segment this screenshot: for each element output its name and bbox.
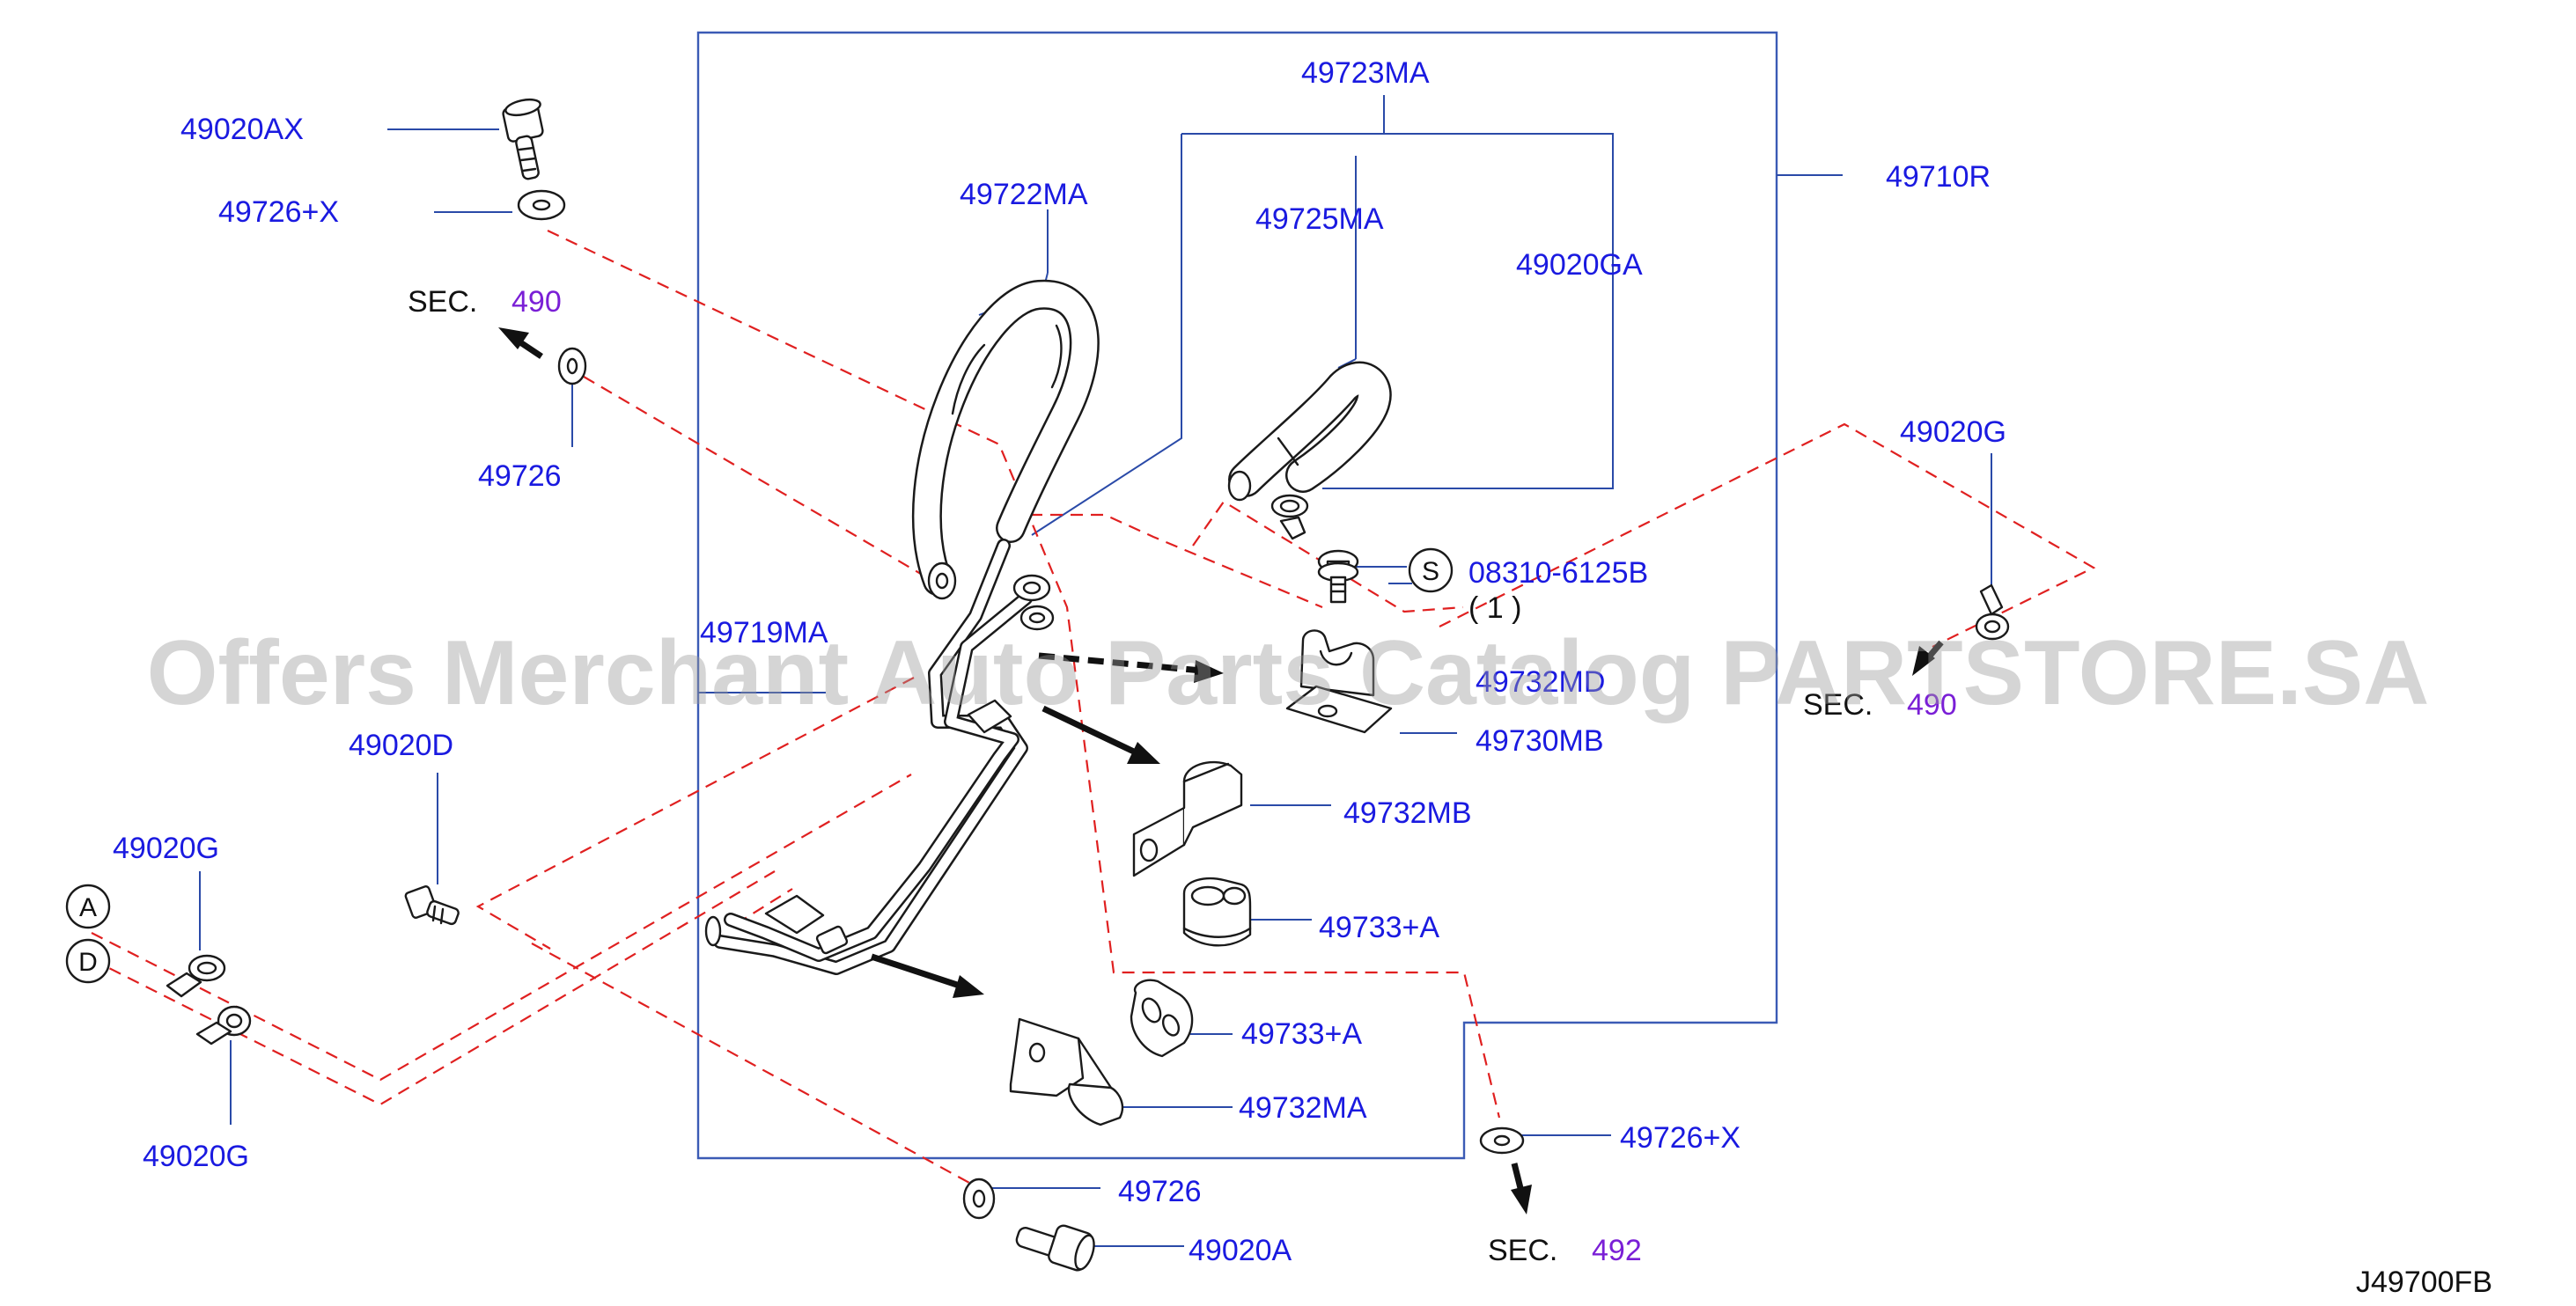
label-49733A-1: 49733+A [1319,911,1439,944]
banjo-bolt-bottom [1015,1224,1095,1272]
washer-left [557,347,587,385]
sec-left-number: 490 [512,285,562,319]
label-49710R: 49710R [1886,160,1991,194]
section-refs: SEC. 490 SEC. 490 SEC. 492 [408,285,1957,1267]
phantom-lines [91,230,2096,1189]
label-49020GA: 49020GA [1516,248,1643,282]
label-49726X-top: 49726+X [218,195,339,229]
bolt-08310 [1317,549,1359,604]
label-49732MB: 49732MB [1343,796,1472,830]
label-08310-qty: ( 1 ) [1468,591,1521,625]
svg-text:D: D [78,948,98,977]
grommet-49733A-lower [1130,979,1194,1058]
assembly-frame [696,31,1778,1160]
marker-d: D [65,938,111,984]
diagram-id: J49700FB [2356,1266,2492,1299]
svg-text:S: S [1422,557,1439,586]
svg-text:A: A [79,893,97,922]
watermark: Offers Merchant Auto Parts Catalog PARTS… [147,622,2430,724]
bracket-49730MB [1285,685,1393,734]
label-49733A-2: 49733+A [1241,1017,1362,1051]
hose-49722MA [911,279,1100,596]
sec-right-label: SEC. [1803,688,1873,722]
label-49020A: 49020A [1189,1234,1292,1267]
clip-left-top [166,954,226,998]
hose-49725MA [1227,361,1392,502]
sec-right-number: 490 [1907,688,1957,722]
label-49726-bottom: 49726 [1118,1175,1202,1208]
subassembly-bracket [1181,133,1614,489]
label-49020G-right: 49020G [1900,415,2006,449]
label-49020D: 49020D [349,729,453,762]
label-49722MA: 49722MA [960,178,1088,211]
label-49726-left: 49726 [478,459,562,493]
clamp-49732MA [1009,1017,1124,1126]
bolt-49020D [404,885,460,926]
hose-clamp-49020GA [1270,494,1309,540]
washer-bottom-right [1479,1126,1525,1155]
label-49732MA: 49732MA [1239,1091,1367,1125]
label-49730MB: 49730MB [1476,724,1604,758]
label-08310-6125B: 08310-6125B [1468,556,1648,590]
clip-left-bottom [195,1005,252,1046]
marker-s: S [1408,547,1454,593]
sec-bottom-label: SEC. [1488,1234,1557,1267]
label-49020G-left-bottom: 49020G [143,1140,249,1173]
clamp-49732MB [1132,760,1243,877]
label-49723MA: 49723MA [1301,56,1430,90]
direction-arrows [498,327,1944,1214]
banjo-bolt-top [502,98,544,180]
grommet-49733A-upper [1182,877,1252,947]
washer-bottom [962,1178,996,1220]
clip-right [1975,583,2010,641]
label-49020G-left-top: 49020G [113,832,219,865]
marker-a: A [65,884,111,929]
label-49732MD: 49732MD [1476,665,1605,699]
tube-assembly-49719MA [704,539,1055,975]
sec-left-label: SEC. [408,285,477,319]
label-49725MA: 49725MA [1255,202,1384,236]
washer-top [517,189,566,221]
sec-bottom-number: 492 [1592,1234,1642,1267]
part-labels: 49020AX 49726+X 49726 49722MA 49723MA 49… [113,56,2006,1267]
clamp-49732MD [1299,629,1375,697]
label-49726X-bottom: 49726+X [1620,1121,1741,1155]
label-49020AX: 49020AX [180,113,304,146]
label-49719MA: 49719MA [700,616,828,649]
